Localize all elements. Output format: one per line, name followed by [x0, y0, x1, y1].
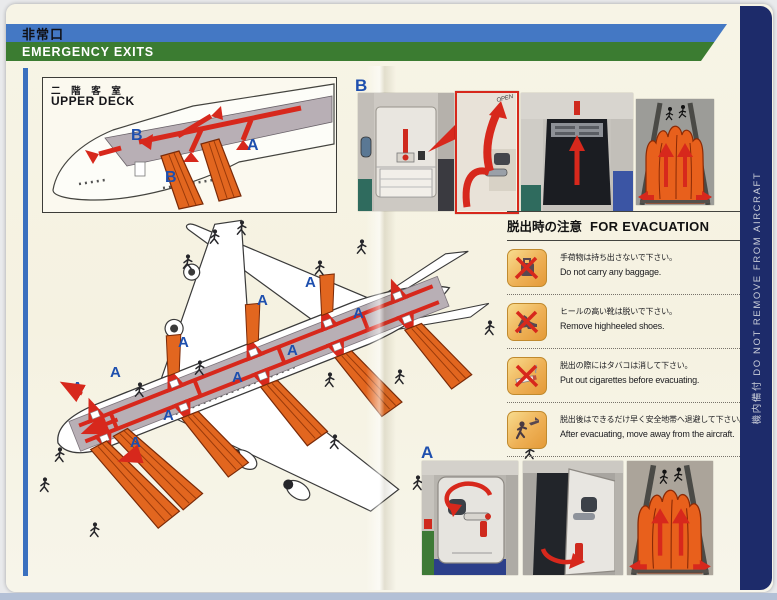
red-strap: [462, 167, 491, 208]
photo-main-door-closed: [422, 461, 518, 575]
exit-label-b: B: [165, 169, 177, 186]
inset-pointer-wedge: [428, 122, 458, 152]
run-away-icon: [507, 411, 547, 449]
rule-no-highheels: ヒールの高い靴は脱いで下さい。 Remove highheeled shoes.: [507, 295, 740, 349]
seat: [358, 179, 372, 211]
open-arrow: [483, 113, 500, 173]
seat: [613, 171, 633, 211]
extinguisher: [480, 521, 487, 537]
rule-jp: 脱出の際にはタバコは消して下さい。: [560, 361, 693, 370]
rule-en: After evacuating, move away from the air…: [560, 429, 735, 439]
exit-label-b: B: [131, 127, 143, 144]
seat: [422, 531, 434, 575]
svg-text:A: A: [287, 342, 298, 359]
rule-en: Put out cigarettes before evacuating.: [560, 375, 700, 385]
photo-handle-closeup: OPEN: [455, 91, 519, 214]
no-cigarettes-icon: [507, 357, 547, 395]
evacuation-section: 脱出時の注意 FOR EVACUATION 手荷物は持ち出さないで下さい。 Do…: [507, 211, 747, 457]
svg-text:A: A: [232, 369, 243, 386]
evacuation-title-jp: 脱出時の注意: [507, 220, 583, 234]
slide-body: [645, 125, 705, 204]
header-blue-bar: 非常口: [6, 24, 727, 42]
upper-deck-slides: [160, 138, 242, 210]
evacuation-title: 脱出時の注意 FOR EVACUATION: [507, 211, 740, 241]
rule-move-away: 脱出後はできるだけ早く安全地帯へ退避して下さい。 After evacuatin…: [507, 403, 747, 457]
rule-en: Do not carry any baggage.: [560, 267, 662, 277]
rotate-arrow: [444, 481, 493, 514]
swing-arrow: [540, 548, 576, 565]
photo-main-door-open: [523, 461, 623, 575]
exit-a-section-label: A: [421, 443, 434, 462]
door-window: [494, 153, 510, 165]
svg-text:A: A: [305, 274, 316, 291]
page-title-en: EMERGENCY EXITS: [22, 44, 154, 59]
inset-title-en: UPPER DECK: [51, 94, 135, 108]
page-title-jp: 非常口: [22, 26, 65, 42]
no-highheels-icon: [507, 303, 547, 341]
evacuation-arrows: [98, 105, 302, 157]
door-opening: [134, 161, 146, 177]
svg-text:A: A: [178, 334, 189, 351]
cabin-window: [360, 136, 372, 158]
slide-illustration-a: [627, 461, 713, 575]
arrow-heads: [85, 106, 251, 164]
safety-card: 非常口 EMERGENCY EXITS: [6, 4, 773, 592]
rule-jp: 手荷物は持ち出さないで下さい。: [560, 253, 677, 262]
svg-text:A: A: [353, 305, 364, 322]
extra-exit-arrows: [59, 381, 144, 464]
main-evacuation-diagram: A A A A A A A A A A: [39, 219, 535, 538]
upper-deck-inset: B A B 二 階 客 室 UPPER DECK: [42, 77, 337, 213]
jumping-people: [665, 105, 687, 121]
slide-illustration-b: [636, 99, 714, 205]
rule-jp: ヒールの高い靴は脱いで下さい。: [560, 307, 677, 316]
window-dots: [78, 178, 106, 186]
svg-text:A: A: [110, 364, 121, 381]
rule-no-cigarettes: 脱出の際にはタバコは消して下さい。 Put out cigarettes bef…: [507, 349, 740, 403]
upper-deck-drawing: B A B: [52, 83, 335, 210]
header-green-bar: EMERGENCY EXITS: [6, 42, 727, 61]
left-blue-rule: [23, 68, 28, 576]
header-bars: 非常口 EMERGENCY EXITS: [6, 24, 727, 61]
seat: [521, 185, 541, 211]
bottom-edge-strip: [0, 593, 777, 600]
forward-arrow: [80, 413, 119, 435]
slide-body: [637, 489, 703, 574]
rule-en: Remove highheeled shoes.: [560, 321, 665, 331]
photo-upper-door-closed: [358, 93, 454, 211]
evacuation-title-en: FOR EVACUATION: [590, 219, 710, 234]
door-handle-red: [403, 129, 408, 155]
rule-jp: 脱出後はできるだけ早く安全地帯へ退避して下さい。: [560, 415, 747, 424]
inset-title-jp: 二 階 客 室: [51, 86, 125, 97]
open-caption: OPEN: [496, 94, 515, 104]
aircraft-top-view: [57, 219, 490, 530]
svg-text:A: A: [257, 292, 268, 309]
svg-text:A: A: [130, 434, 141, 451]
engines-left: [164, 263, 201, 339]
exit-b-section-label: B: [355, 76, 368, 95]
no-baggage-icon: [507, 249, 547, 287]
photo-upper-door-open: [521, 93, 633, 211]
sidebar-vertical-text: 機内備付 DO NOT REMOVE FROM AIRCRAFT: [752, 171, 763, 425]
svg-text:A: A: [163, 407, 174, 424]
jumping-people: [659, 467, 683, 484]
rule-no-baggage: 手荷物は持ち出さないで下さい。 Do not carry any baggage…: [507, 241, 740, 295]
exit-label-a: A: [247, 137, 259, 154]
do-not-remove-sidebar: 機内備付 DO NOT REMOVE FROM AIRCRAFT: [740, 6, 772, 590]
